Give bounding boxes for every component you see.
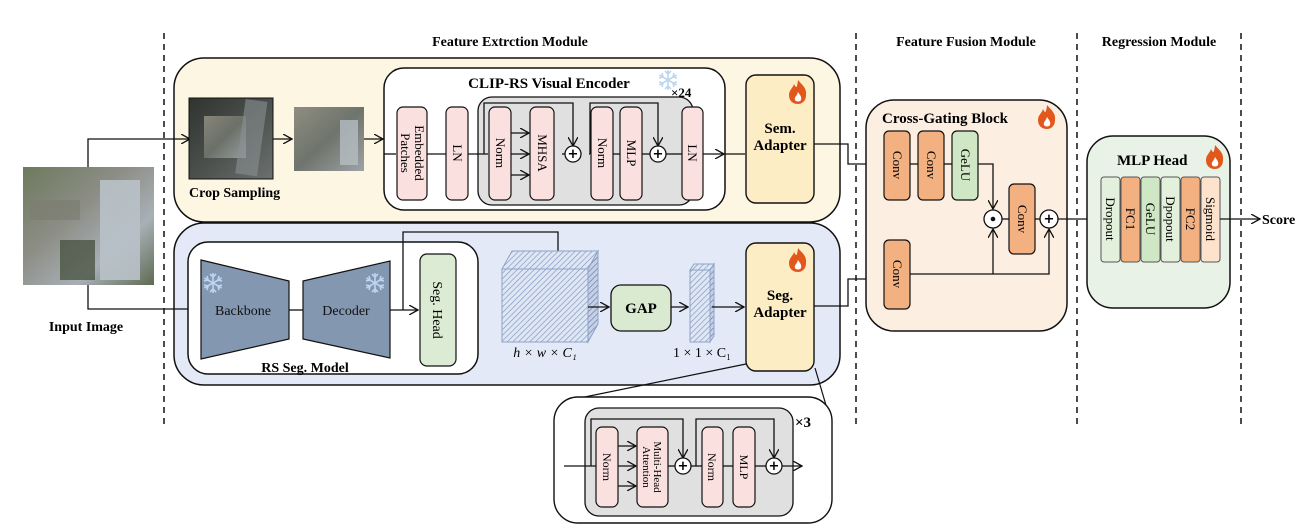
svg-text:+: + (653, 147, 664, 162)
clip-block-ln-2: LN (681, 106, 704, 201)
input-image-label: Input Image (49, 320, 123, 335)
cg-gelu: GeLU (951, 130, 979, 201)
cg-conv-1: Conv (883, 130, 911, 201)
svg-text:Norm: Norm (705, 453, 719, 482)
clip-block-norm-1: Norm (488, 106, 512, 201)
svg-text:GAP: GAP (625, 301, 657, 317)
svg-text:Norm: Norm (600, 453, 614, 482)
svg-text:MHSA: MHSA (535, 134, 550, 172)
svg-text:Backbone: Backbone (215, 304, 271, 319)
svg-text:MLP: MLP (737, 455, 751, 480)
svg-text:Conv: Conv (890, 260, 905, 289)
add-node: + (674, 457, 692, 475)
backbone-block: Backbone (200, 259, 290, 360)
seg-adapter: Seg. Adapter (745, 242, 815, 372)
seg-adapter-norm-2: Norm (701, 426, 724, 508)
section-title-extraction: Feature Extrction Module (432, 35, 588, 50)
pooled-vector (689, 262, 715, 344)
score-output-label: Score (1262, 213, 1295, 228)
seg-adapter-repeat-count: ×3 (795, 415, 811, 431)
multiply-node (983, 209, 1003, 229)
cg-conv-2: Conv (917, 130, 945, 201)
mlp-layer-fc2: FC2 (1183, 208, 1198, 230)
svg-text:Conv: Conv (890, 151, 905, 180)
svg-text:Adapter: Adapter (753, 138, 807, 154)
mlp-head-title: MLP Head (1117, 153, 1188, 169)
section-title-regression: Regression Module (1102, 35, 1216, 50)
svg-text:EmbeddedPatches: EmbeddedPatches (398, 125, 427, 181)
add-node: + (1039, 209, 1059, 229)
crop-sampling-image (188, 97, 274, 180)
sem-adapter: Sem. Adapter (745, 74, 815, 204)
mlp-layer-dpopout: Dpopout (1163, 196, 1178, 242)
add-node: + (649, 145, 667, 163)
svg-text:MLP: MLP (624, 140, 639, 167)
clip-encoder-title: CLIP-RS Visual Encoder (468, 76, 630, 92)
mlp-head-layers: Dropout FC1 GeLU Dpopout FC2 Sigmoid (1100, 176, 1221, 263)
mlp-layer-dropout: Dropout (1103, 197, 1118, 241)
clip-block-embedded-patches: EmbeddedPatches (396, 106, 428, 201)
svg-text:+: + (678, 459, 689, 474)
seg-adapter-mha: Multi-HeadAttention (636, 426, 669, 508)
pooled-vector-dims: 1 × 1 × C₁ (673, 346, 731, 361)
svg-text:+: + (568, 147, 579, 162)
cropped-image (294, 107, 364, 171)
input-image (23, 167, 154, 285)
clip-block-mhsa: MHSA (529, 106, 555, 201)
svg-text:LN: LN (450, 144, 465, 162)
mlp-layer-fc1: FC1 (1123, 208, 1138, 230)
svg-text:Norm: Norm (595, 138, 610, 168)
cg-conv-4: Conv (883, 239, 911, 310)
gap-block: GAP (610, 284, 672, 332)
svg-text:LN: LN (685, 144, 700, 162)
section-title-fusion: Feature Fusion Module (896, 35, 1036, 50)
clip-block-norm-2: Norm (590, 106, 614, 201)
svg-text:Decoder: Decoder (322, 304, 370, 319)
mlp-layer-gelu: GeLU (1143, 203, 1158, 236)
crop-sampling-label: Crop Sampling (189, 186, 280, 201)
seg-model-title: RS Seg. Model (261, 361, 349, 376)
decoder-block: Decoder (302, 260, 391, 359)
cg-conv-3: Conv (1008, 183, 1036, 255)
svg-text:Adapter: Adapter (753, 305, 807, 321)
svg-text:Sem.: Sem. (764, 121, 795, 137)
clip-block-ln-1: LN (445, 106, 469, 201)
svg-text:Multi-HeadAttention: Multi-HeadAttention (640, 441, 663, 493)
svg-text:GeLU: GeLU (958, 149, 973, 182)
svg-text:+: + (1044, 212, 1055, 227)
seg-head-block: Seg. Head (419, 253, 457, 367)
add-node: + (564, 145, 582, 163)
mlp-layer-sigmoid: Sigmoid (1203, 197, 1218, 242)
clip-repeat-count: ×24 (671, 85, 692, 100)
svg-text:+: + (769, 459, 780, 474)
svg-text:Seg. Head: Seg. Head (429, 281, 444, 339)
svg-text:Seg.: Seg. (767, 288, 794, 304)
seg-adapter-norm-1: Norm (595, 426, 619, 508)
feature-map-dims: h × w × C₁ (513, 346, 576, 361)
svg-text:Conv: Conv (924, 151, 939, 180)
add-node: + (765, 457, 783, 475)
feature-map-cube (501, 249, 599, 344)
svg-text:Conv: Conv (1015, 205, 1030, 234)
cross-gating-block (865, 99, 1068, 332)
clip-block-mlp: MLP (619, 106, 643, 201)
cross-gating-title: Cross-Gating Block (882, 111, 1009, 127)
svg-text:Norm: Norm (493, 138, 508, 168)
seg-adapter-mlp: MLP (732, 426, 756, 508)
